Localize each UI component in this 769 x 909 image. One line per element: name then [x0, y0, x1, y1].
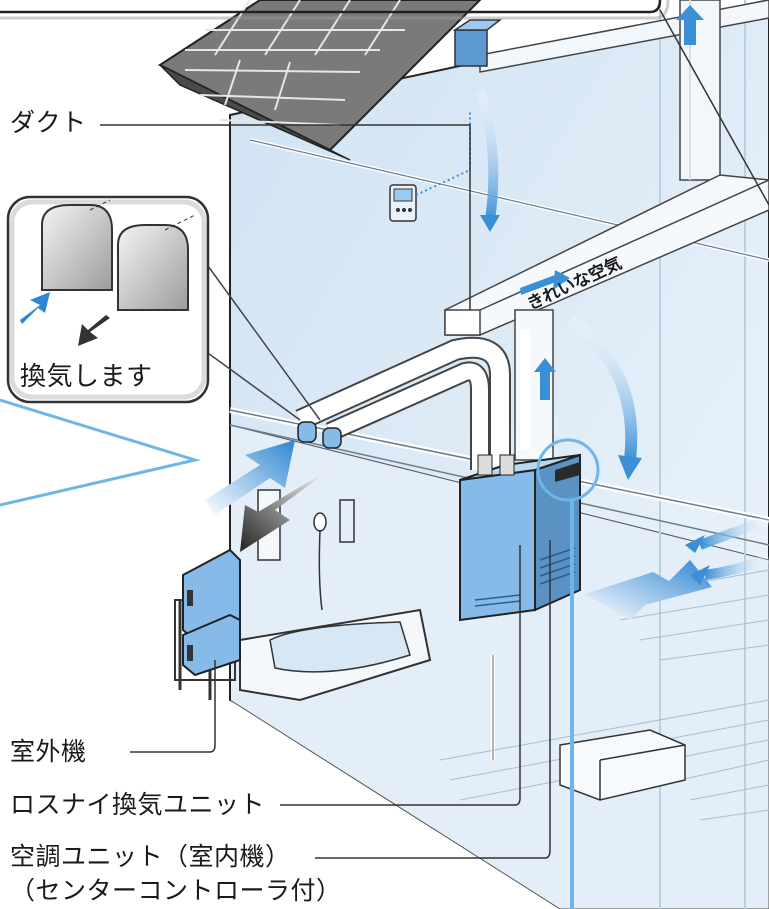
leader-lines [100, 9, 769, 859]
cabinet [559, 729, 686, 801]
roof [157, 0, 482, 161]
label-ac-unit: 空調ユニット（室内機） （センターコントローラ付） [10, 840, 342, 908]
label-ac-unit-line1: 空調ユニット（室内機） [10, 842, 291, 871]
outdoor-unit [174, 548, 241, 700]
indoor-units [459, 438, 600, 622]
label-outdoor-unit: 室外機 [10, 737, 87, 766]
label-ac-unit-line2: （センターコントローラ付） [10, 876, 342, 905]
wall-controller [389, 110, 471, 222]
label-duct: ダクト [10, 108, 87, 137]
vent-callout [6, 195, 210, 404]
top-frame [0, 0, 670, 20]
label-ventilation: 換気します [20, 362, 153, 392]
label-lossnay-unit: ロスナイ換気ユニット [10, 790, 266, 819]
airflow-arrows [205, 5, 769, 620]
